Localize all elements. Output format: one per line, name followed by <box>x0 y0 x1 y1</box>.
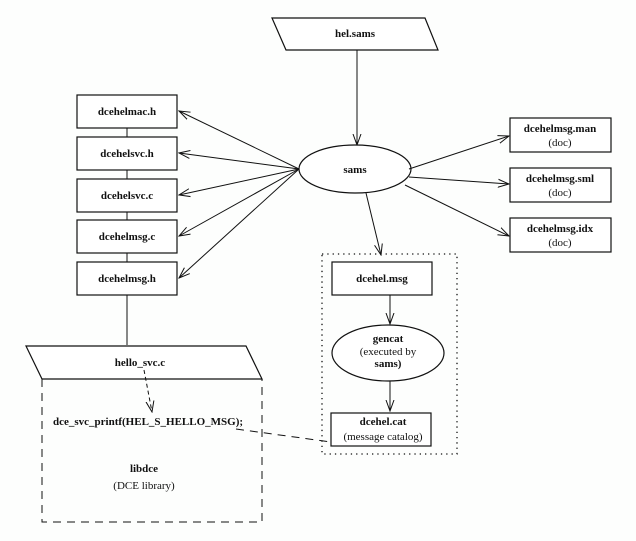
gencat-sublabel-2: sams) <box>375 358 402 370</box>
edge-program-to-call <box>143 369 152 412</box>
header-label: dcehelsvc.c <box>101 190 153 202</box>
edge-sams-to-dcehelsvc-h <box>179 153 300 170</box>
doc-sublabel: (doc) <box>548 187 572 199</box>
header-label: dcehelsvc.h <box>100 148 153 160</box>
library-label: libdce <box>130 463 158 475</box>
call-statement: dce_svc_printf(HEL_S_HELLO_MSG); <box>53 416 243 428</box>
header-node-dcehelsvc-h: dcehelsvc.h <box>76 136 178 171</box>
doc-sublabel: (doc) <box>548 237 572 249</box>
edge-call-to-catalog <box>235 428 332 443</box>
doc-label: dcehelmsg.man <box>524 123 596 135</box>
doc-sublabel: (doc) <box>548 137 572 149</box>
header-label: dcehelmac.h <box>98 106 156 118</box>
header-label: dcehelmsg.h <box>98 273 156 285</box>
message-file-node: dcehel.msg <box>331 261 433 296</box>
processor-node-sams: sams <box>298 144 412 194</box>
edge-sams-to-dcehelmac-h <box>179 111 300 170</box>
edge-sams-to-idx <box>404 184 509 236</box>
edge-sams-to-man <box>408 136 509 170</box>
library-container-libdce: dce_svc_printf(HEL_S_HELLO_MSG); libdce … <box>41 379 263 523</box>
doc-node-dcehelmsg-idx: dcehelmsg.idx (doc) <box>509 217 612 253</box>
catalog-node: dcehel.cat (message catalog) <box>330 412 432 447</box>
source-node-hel-sams: hel.sams <box>271 17 439 51</box>
source-label: hel.sams <box>335 28 376 40</box>
edge-sams-to-msg <box>365 192 381 255</box>
edge-sams-to-dcehelsvc-c <box>179 168 300 195</box>
catalog-sublabel: (message catalog) <box>343 431 422 443</box>
doc-node-dcehelmsg-man: dcehelmsg.man (doc) <box>509 117 612 153</box>
header-node-dcehelsvc-c: dcehelsvc.c <box>76 178 178 213</box>
program-node-hello-svc: hello_svc.c <box>25 345 263 380</box>
header-node-dcehelmac-h: dcehelmac.h <box>76 94 178 129</box>
gencat-node: gencat (executed by sams) <box>331 324 445 382</box>
catalog-label: dcehel.cat <box>360 416 407 428</box>
library-sublabel: (DCE library) <box>113 480 175 492</box>
doc-label: dcehelmsg.sml <box>526 173 594 185</box>
edge-sams-to-dcehelmsg-h <box>179 168 300 278</box>
doc-node-dcehelmsg-sml: dcehelmsg.sml (doc) <box>509 167 612 203</box>
program-label: hello_svc.c <box>115 357 166 369</box>
gencat-sublabel: (executed by <box>360 346 417 358</box>
edge-sams-to-dcehelmsg-c <box>179 168 300 236</box>
edge-sams-to-sml <box>408 176 509 184</box>
header-node-dcehelmsg-h: dcehelmsg.h <box>76 261 178 296</box>
header-node-dcehelmsg-c: dcehelmsg.c <box>76 219 178 254</box>
header-label: dcehelmsg.c <box>99 231 156 243</box>
doc-label: dcehelmsg.idx <box>527 223 594 235</box>
gencat-label: gencat <box>373 333 404 345</box>
message-file-label: dcehel.msg <box>356 273 408 285</box>
processor-label: sams <box>343 164 367 176</box>
